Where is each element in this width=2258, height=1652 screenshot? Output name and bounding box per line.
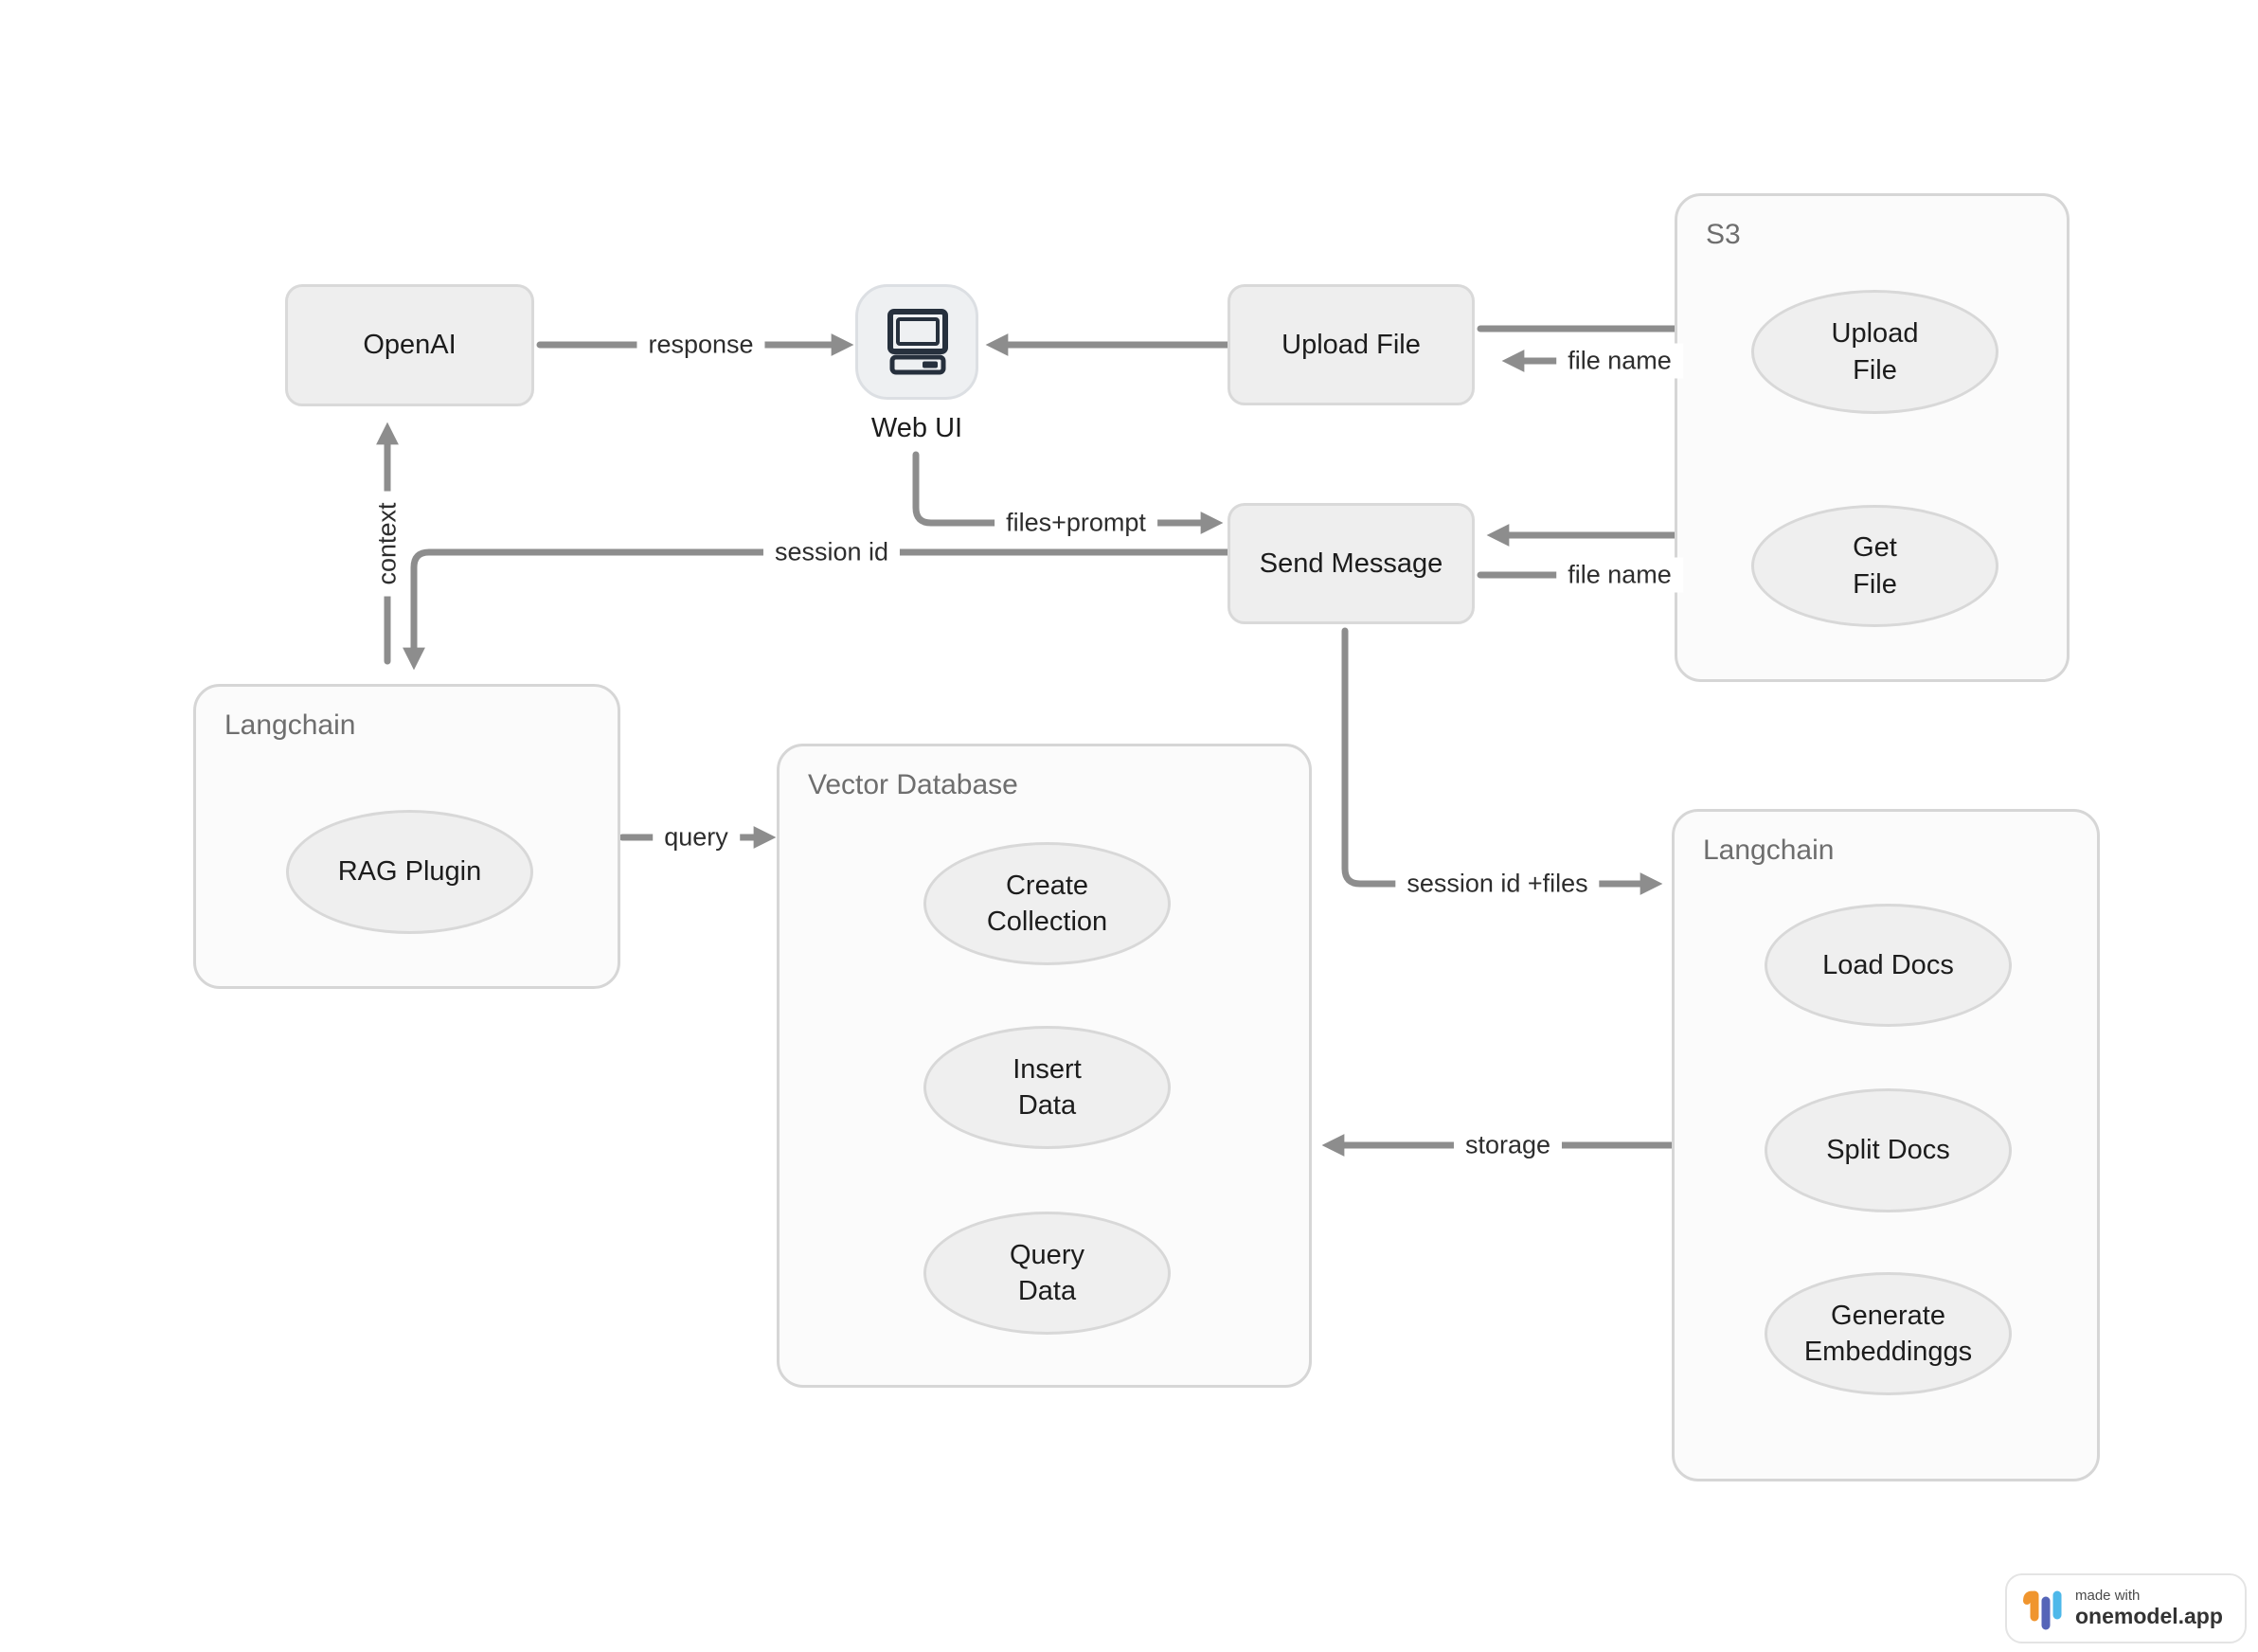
web-ui-label: Web UI — [870, 413, 963, 443]
ellipse-s3-upload-file[interactable]: Upload File — [1751, 290, 1998, 414]
edge-label-file-name-bottom: file name — [1556, 557, 1683, 593]
node-openai[interactable]: OpenAI — [285, 284, 534, 406]
edge-label-session-id: session id — [762, 534, 901, 570]
edge-label-session-id-files: session id +files — [1395, 866, 1600, 902]
badge-made-with-text: made with — [2075, 1588, 2141, 1605]
edge-session-id-line — [403, 548, 1231, 671]
edge-label-files-prompt: files+prompt — [995, 505, 1157, 541]
ellipse-create-collection[interactable]: Create Collection — [923, 842, 1171, 965]
edge-label-response: response — [636, 327, 765, 363]
ellipse-rag-plugin[interactable]: RAG Plugin — [286, 810, 533, 934]
edge-files-prompt-line — [912, 451, 1224, 534]
badge-brand-text: onemodel.app — [2075, 1604, 2223, 1629]
container-langchain-left-title: Langchain — [224, 709, 356, 741]
ellipse-generate-embeddings[interactable]: Generate Embeddinggs — [1765, 1272, 2012, 1395]
container-langchain-left[interactable]: Langchain RAG Plugin — [193, 684, 620, 989]
ellipse-split-docs[interactable]: Split Docs — [1765, 1088, 2012, 1212]
edge-label-context: context — [369, 491, 405, 597]
node-send-message[interactable]: Send Message — [1228, 503, 1475, 624]
edge-label-file-name-top: file name — [1556, 343, 1683, 379]
edge-label-storage: storage — [1453, 1127, 1563, 1163]
computer-icon — [887, 309, 948, 375]
container-vector-database[interactable]: Vector Database Create Collection Insert… — [777, 744, 1312, 1388]
ellipse-s3-get-file[interactable]: Get File — [1751, 505, 1998, 627]
container-vector-database-title: Vector Database — [808, 769, 1018, 800]
node-web-ui[interactable] — [855, 284, 978, 400]
edge-label-query: query — [653, 819, 740, 855]
ellipse-load-docs[interactable]: Load Docs — [1765, 904, 2012, 1027]
container-langchain-right-title: Langchain — [1703, 835, 1835, 866]
container-langchain-right[interactable]: Langchain Load Docs Split Docs Generate … — [1672, 809, 2100, 1481]
edge-session-id-files-line — [1341, 627, 1663, 895]
ellipse-insert-data[interactable]: Insert Data — [923, 1026, 1171, 1149]
onemodel-logo-icon — [2023, 1590, 2062, 1630]
container-s3-title: S3 — [1706, 219, 1741, 250]
onemodel-badge[interactable]: made with onemodel.app — [2005, 1573, 2247, 1643]
container-s3[interactable]: S3 Upload File Get File — [1675, 193, 2070, 682]
node-upload-file[interactable]: Upload File — [1228, 284, 1475, 405]
ellipse-query-data[interactable]: Query Data — [923, 1212, 1171, 1335]
